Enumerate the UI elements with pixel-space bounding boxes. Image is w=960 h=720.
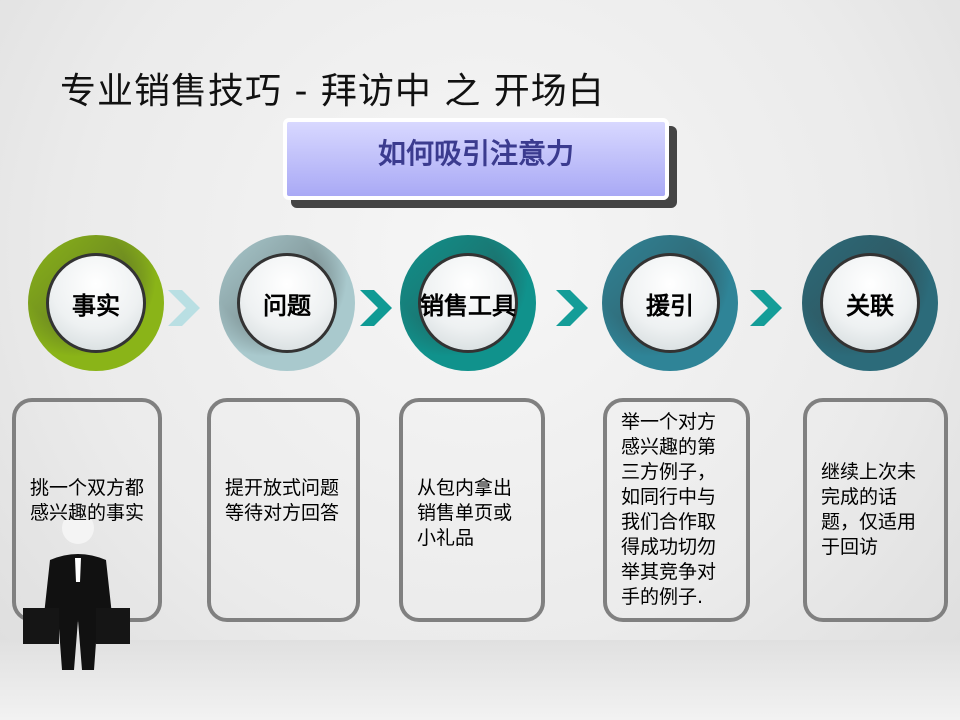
step-circle-5: 关联 xyxy=(802,235,938,371)
step-label: 销售工具 xyxy=(418,253,518,353)
step-label: 事实 xyxy=(46,253,146,353)
step-label: 问题 xyxy=(237,253,337,353)
chevron-right-icon xyxy=(556,290,588,326)
step-description-box: 举一个对方感兴趣的第三方例子，如同行中与我们合作取得成功切勿举其竞争对手的例子. xyxy=(603,398,750,622)
step-circle-2: 问题 xyxy=(219,235,355,371)
slide-title: 专业销售技巧 - 拜访中 之 开场白 xyxy=(60,71,605,112)
chevron-right-icon xyxy=(168,290,200,326)
step-circle-3: 销售工具 xyxy=(400,235,536,371)
businessman-figure xyxy=(23,520,130,670)
floor-shadow xyxy=(0,640,960,720)
step-circle-1: 事实 xyxy=(28,235,164,371)
step-description-box: 从包内拿出销售单页或小礼品 xyxy=(399,398,545,622)
step-description-box: 提开放式问题等待对方回答 xyxy=(207,398,360,622)
banner: 如何吸引注意力 xyxy=(283,118,669,200)
chevron-right-icon xyxy=(750,290,782,326)
chevron-right-icon xyxy=(360,290,392,326)
step-label: 援引 xyxy=(620,253,720,353)
step-circle-4: 援引 xyxy=(602,235,738,371)
step-label: 关联 xyxy=(820,253,920,353)
step-description-box: 继续上次未完成的话题，仅适用于回访 xyxy=(803,398,948,622)
